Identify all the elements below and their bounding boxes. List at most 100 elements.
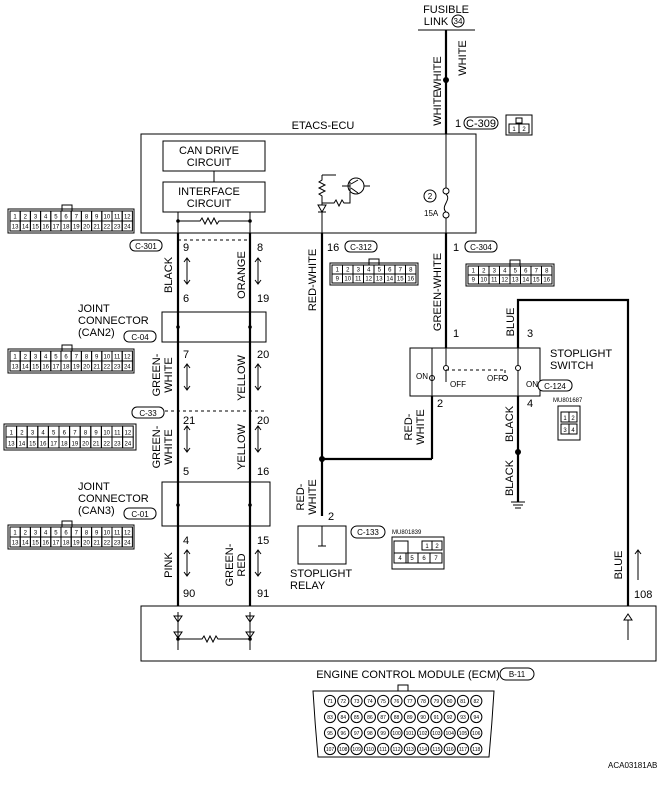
svg-text:2: 2 — [522, 127, 526, 133]
svg-text:11: 11 — [114, 431, 121, 437]
joint-can3-label-1: JOINT — [78, 481, 110, 493]
svg-text:15: 15 — [533, 278, 540, 284]
svg-text:17: 17 — [53, 225, 60, 231]
pin-1-c304: 1 — [453, 242, 459, 254]
signal-arrow-7 — [183, 549, 191, 577]
svg-text:23: 23 — [114, 442, 121, 448]
svg-text:108: 108 — [339, 747, 348, 753]
svg-text:73: 73 — [354, 699, 360, 705]
svg-text:98: 98 — [367, 731, 373, 737]
joint-can2-label-1: JOINT — [78, 303, 110, 315]
svg-text:16: 16 — [407, 277, 414, 283]
svg-text:118: 118 — [472, 747, 480, 753]
wire-label-black-2: BLACK — [504, 405, 516, 442]
connector-ref-c312 — [344, 240, 378, 253]
svg-text:5: 5 — [54, 531, 58, 537]
svg-text:80: 80 — [447, 699, 453, 705]
joint-can2-node-l — [176, 325, 180, 329]
svg-text:8: 8 — [409, 268, 413, 274]
svg-text:4: 4 — [367, 268, 371, 274]
svg-text:14: 14 — [19, 442, 26, 448]
svg-text:90: 90 — [420, 715, 426, 721]
wire-label-yellow-1: YELLOW — [236, 354, 248, 400]
svg-text:4: 4 — [571, 428, 575, 434]
pin-19-can2: 19 — [257, 293, 269, 305]
svg-text:24: 24 — [125, 442, 132, 448]
wire-label-white-1: WHITE — [432, 56, 444, 91]
signal-arrow-1 — [183, 257, 191, 285]
wire-blue — [516, 298, 630, 606]
svg-text:83: 83 — [327, 715, 333, 721]
fuse-element — [443, 193, 449, 213]
svg-text:7: 7 — [434, 556, 438, 562]
svg-text:4: 4 — [44, 355, 48, 361]
svg-text:22: 22 — [104, 225, 111, 231]
svg-text:24: 24 — [124, 365, 131, 371]
svg-text:11: 11 — [114, 355, 121, 361]
connector-ref-b11 — [499, 667, 535, 681]
pin-108-ecm: 108 — [634, 589, 652, 601]
svg-text:21: 21 — [93, 541, 100, 547]
svg-text:9: 9 — [336, 277, 340, 283]
svg-text:22: 22 — [104, 541, 111, 547]
svg-text:4: 4 — [41, 431, 45, 437]
wire-label-green-white-b-1: WHITE — [163, 357, 175, 392]
joint-connector-can3-box — [161, 481, 271, 527]
svg-text:3: 3 — [563, 428, 567, 434]
switch-on-right: ON — [526, 380, 538, 389]
connector-c309-label: C-309 — [466, 118, 496, 130]
fuse-number-circle — [423, 189, 437, 203]
signal-arrow-4 — [254, 363, 262, 391]
svg-text:111: 111 — [379, 747, 387, 753]
signal-arrow-3 — [183, 363, 191, 391]
svg-text:3: 3 — [493, 269, 497, 275]
svg-text:2: 2 — [482, 269, 486, 275]
svg-text:81: 81 — [460, 699, 466, 705]
ecm-title: ENGINE CONTROL MODULE (ECM) — [316, 669, 500, 681]
switch-off-right: OFF — [487, 374, 503, 383]
svg-text:16: 16 — [543, 278, 550, 284]
svg-text:8: 8 — [85, 355, 89, 361]
stoplight-relay-label-2: RELAY — [290, 580, 326, 592]
svg-text:5: 5 — [410, 556, 414, 562]
connector-c133-label: C-133 — [357, 528, 379, 537]
svg-text:9: 9 — [472, 278, 476, 284]
wire-label-yellow-2: YELLOW — [236, 423, 248, 469]
svg-text:16: 16 — [42, 541, 49, 547]
wire-label-red-white-d: WHITE — [415, 409, 427, 444]
svg-text:79: 79 — [434, 699, 440, 705]
svg-text:19: 19 — [73, 541, 80, 547]
svg-text:2: 2 — [20, 431, 24, 437]
wire-label-blue-2: BLUE — [613, 551, 625, 580]
svg-text:7: 7 — [399, 268, 403, 274]
svg-text:105: 105 — [459, 731, 468, 737]
svg-text:6: 6 — [64, 215, 68, 221]
svg-text:4: 4 — [44, 215, 48, 221]
svg-text:106: 106 — [472, 731, 481, 737]
stoplight-switch-contacts — [429, 348, 521, 396]
connector-face-c309: 1 2 — [505, 114, 533, 136]
wire-label-red-white-c: RED- — [403, 413, 415, 440]
svg-text:9: 9 — [94, 431, 98, 437]
svg-text:82: 82 — [474, 699, 480, 705]
pin-2-switch: 2 — [437, 398, 443, 410]
svg-text:7: 7 — [75, 531, 79, 537]
svg-text:1: 1 — [512, 127, 516, 133]
connector-c01-label: C-01 — [131, 510, 149, 519]
joint-can2-node-r — [248, 325, 252, 329]
fuse-number: 2 — [428, 192, 433, 201]
svg-text:91: 91 — [434, 715, 440, 721]
svg-text:1: 1 — [10, 431, 14, 437]
svg-text:6: 6 — [388, 268, 392, 274]
svg-text:96: 96 — [341, 731, 347, 737]
svg-text:99: 99 — [380, 731, 386, 737]
stoplight-switch-box — [409, 347, 541, 397]
connector-c04-label: C-04 — [131, 333, 149, 342]
svg-text:8: 8 — [85, 531, 89, 537]
svg-text:4: 4 — [398, 556, 402, 562]
svg-text:97: 97 — [354, 731, 360, 737]
pin-8-c301: 8 — [257, 242, 263, 254]
svg-text:12: 12 — [124, 215, 131, 221]
svg-text:9: 9 — [95, 531, 99, 537]
